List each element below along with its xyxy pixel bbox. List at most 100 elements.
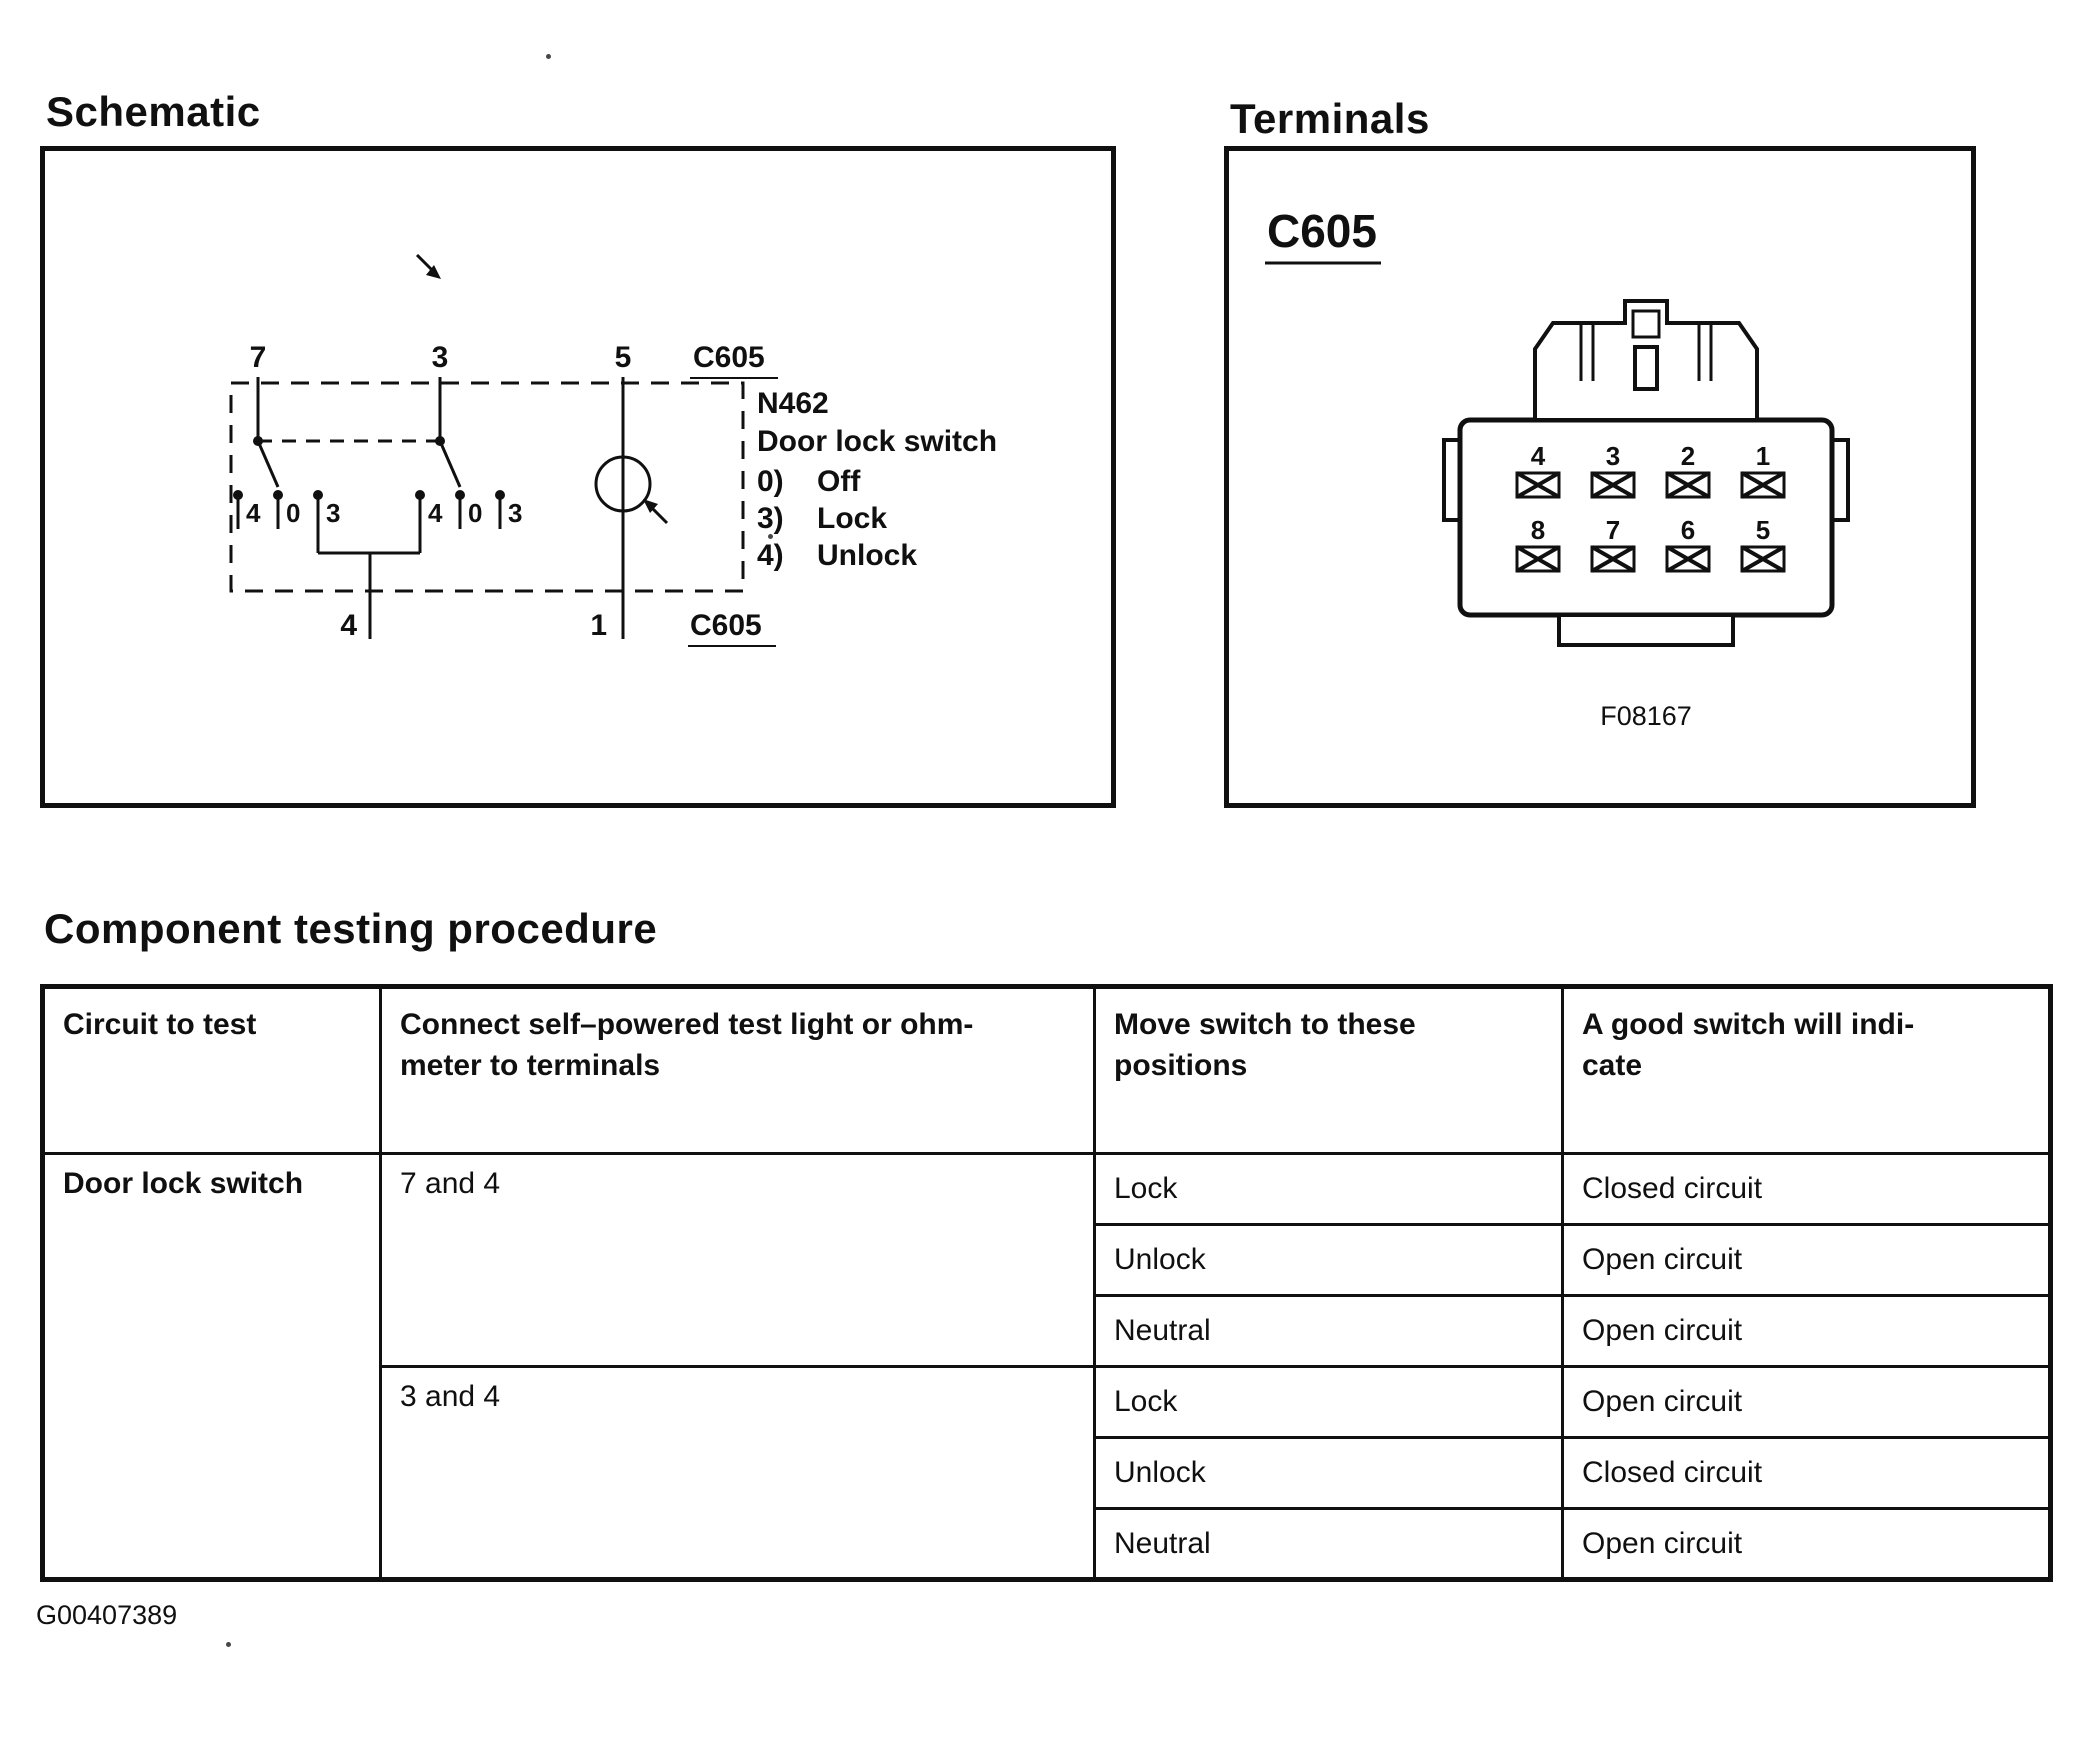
scan-artifact: [768, 534, 773, 539]
position-cell: Unlock: [1093, 1223, 1564, 1297]
terminal-cavity: [1590, 471, 1636, 499]
terminal-number-2: 2: [1681, 441, 1695, 471]
actuation-arrow: [415, 253, 441, 279]
connector-id-title: C605: [1267, 205, 1377, 257]
latch-stem: [1633, 345, 1659, 391]
component-name: Door lock switch: [757, 425, 997, 458]
table-row: Door lock switch 7 and 4 Lock Closed cir…: [41, 1152, 2052, 1581]
result-cell: Open circuit: [1561, 1294, 2052, 1368]
pin-label-3: 3: [432, 341, 449, 374]
pin-label-7: 7: [250, 341, 267, 374]
terminal-cavity: [1515, 471, 1561, 499]
connector-label-top: C605: [693, 341, 765, 374]
testing-section-title: Component testing procedure: [44, 905, 658, 952]
terminal-number-7: 7: [1606, 515, 1620, 545]
position-label-lock: Lock: [817, 502, 887, 535]
position-cell: Neutral: [1093, 1294, 1564, 1368]
terminal-number-6: 6: [1681, 515, 1695, 545]
terminals-cell-3-and-4: 3 and 4: [379, 1365, 1096, 1581]
result-cell: Open circuit: [1561, 1507, 2052, 1581]
switch1-pin-3-label: 3: [326, 498, 340, 528]
table-header-row: Circuit to test Connect self–powered tes…: [41, 985, 2052, 1155]
result-cell: Closed circuit: [1561, 1152, 2052, 1226]
component-description: N462 Door lock switch 0) Off 3) Lock 4) …: [757, 387, 997, 572]
result-cell: Closed circuit: [1561, 1436, 2052, 1510]
scan-artifact: [226, 1642, 231, 1647]
result-cell: Open circuit: [1561, 1365, 2052, 1439]
switch1-pin-0-label: 0: [286, 498, 300, 528]
pin-label-4: 4: [340, 609, 357, 642]
scan-artifact: [546, 54, 551, 59]
switch2-contacts: 4 0 3: [415, 490, 522, 529]
terminal-number-4: 4: [1531, 441, 1546, 471]
terminal-number-5: 5: [1756, 515, 1770, 545]
switch2-pin-4-label: 4: [428, 498, 443, 528]
terminal-x: [1666, 545, 1710, 573]
position-num-3: 3): [757, 502, 784, 535]
table-row: Neutral Open circuit: [43, 1294, 2052, 1368]
terminal-cavity: [1665, 471, 1711, 499]
switch1-contacts: 4 0 3: [233, 490, 340, 529]
terminals-panel: C605 4 3 2 1: [1224, 146, 1976, 808]
terminal-cavity: [1740, 545, 1786, 573]
terminal-x: [1516, 545, 1560, 573]
terminal-cavity: [1515, 545, 1561, 573]
position-label-off: Off: [817, 465, 861, 498]
figure-reference: F08167: [1600, 701, 1692, 731]
terminal-x: [1741, 471, 1785, 499]
position-cell: Lock: [1093, 1152, 1564, 1226]
table-row: 3 and 4 Lock Open circuit: [43, 1365, 2052, 1581]
result-cell: Open circuit: [1561, 1223, 2052, 1297]
schematic-section-title: Schematic: [46, 88, 261, 135]
terminal-cavity: [1665, 545, 1711, 573]
lamp-arrow-head: [643, 499, 658, 513]
terminals-cell-7-and-4: 7 and 4: [379, 1152, 1096, 1368]
header-good-switch: A good switch will indi- cate: [1561, 985, 2052, 1155]
position-cell: Neutral: [1093, 1507, 1564, 1581]
latch-window: [1631, 309, 1661, 339]
table-row: Unlock Open circuit: [43, 1223, 2052, 1297]
terminal-x: [1516, 471, 1560, 499]
terminal-x: [1591, 545, 1635, 573]
circuit-cell: Door lock switch: [41, 1152, 382, 1581]
header-switch-positions: Move switch to these positions: [1093, 985, 1564, 1155]
switch1-wiper: [256, 440, 280, 488]
terminal-x: [1666, 471, 1710, 499]
switch1-pin-4-label: 4: [246, 498, 261, 528]
actuation-arrow-shaft: [415, 253, 435, 273]
position-num-0: 0): [757, 465, 784, 498]
indicator-lamp: [594, 455, 669, 525]
switch2-wiper: [438, 440, 462, 488]
terminal-number-8: 8: [1531, 515, 1545, 545]
connector-bottom-tab: [1557, 613, 1735, 647]
pin-label-1: 1: [590, 609, 607, 642]
terminal-number-1: 1: [1756, 441, 1770, 471]
terminal-row-top: 4 3 2 1: [1515, 441, 1786, 499]
terminal-number-3: 3: [1606, 441, 1620, 471]
switch2-pin-3-label: 3: [508, 498, 522, 528]
position-label-unlock: Unlock: [817, 539, 917, 572]
door-lock-switch-schematic: 7 3 5 C605 4 0 3: [229, 253, 997, 647]
component-testing-table: Circuit to test Connect self–powered tes…: [40, 984, 2053, 1582]
position-num-4: 4): [757, 539, 784, 572]
connector-label-bottom: C605: [690, 609, 762, 642]
position-cell: Lock: [1093, 1365, 1564, 1439]
switch2-pin-0-label: 0: [468, 498, 482, 528]
table-row: Neutral Open circuit: [43, 1507, 2052, 1581]
component-id: N462: [757, 387, 829, 420]
table-row: Unlock Closed circuit: [43, 1436, 2052, 1510]
terminals-section-title: Terminals: [1230, 95, 1430, 142]
header-connect-terminals: Connect self–powered test light or ohm- …: [379, 985, 1096, 1155]
terminal-row-bottom: 8 7 6 5: [1515, 515, 1786, 573]
header-circuit-to-test: Circuit to test: [41, 985, 382, 1155]
connector-body: [1457, 417, 1835, 618]
switch-body-outline: [229, 381, 745, 593]
pin-label-5: 5: [615, 341, 632, 374]
terminal-x: [1741, 545, 1785, 573]
position-cell: Unlock: [1093, 1436, 1564, 1510]
connector-c605-drawing: C605 4 3 2 1: [1265, 205, 1850, 731]
terminal-cavity: [1740, 471, 1786, 499]
terminal-x: [1591, 471, 1635, 499]
terminal-cavity: [1590, 545, 1636, 573]
schematic-panel: 7 3 5 C605 4 0 3: [40, 146, 1116, 808]
